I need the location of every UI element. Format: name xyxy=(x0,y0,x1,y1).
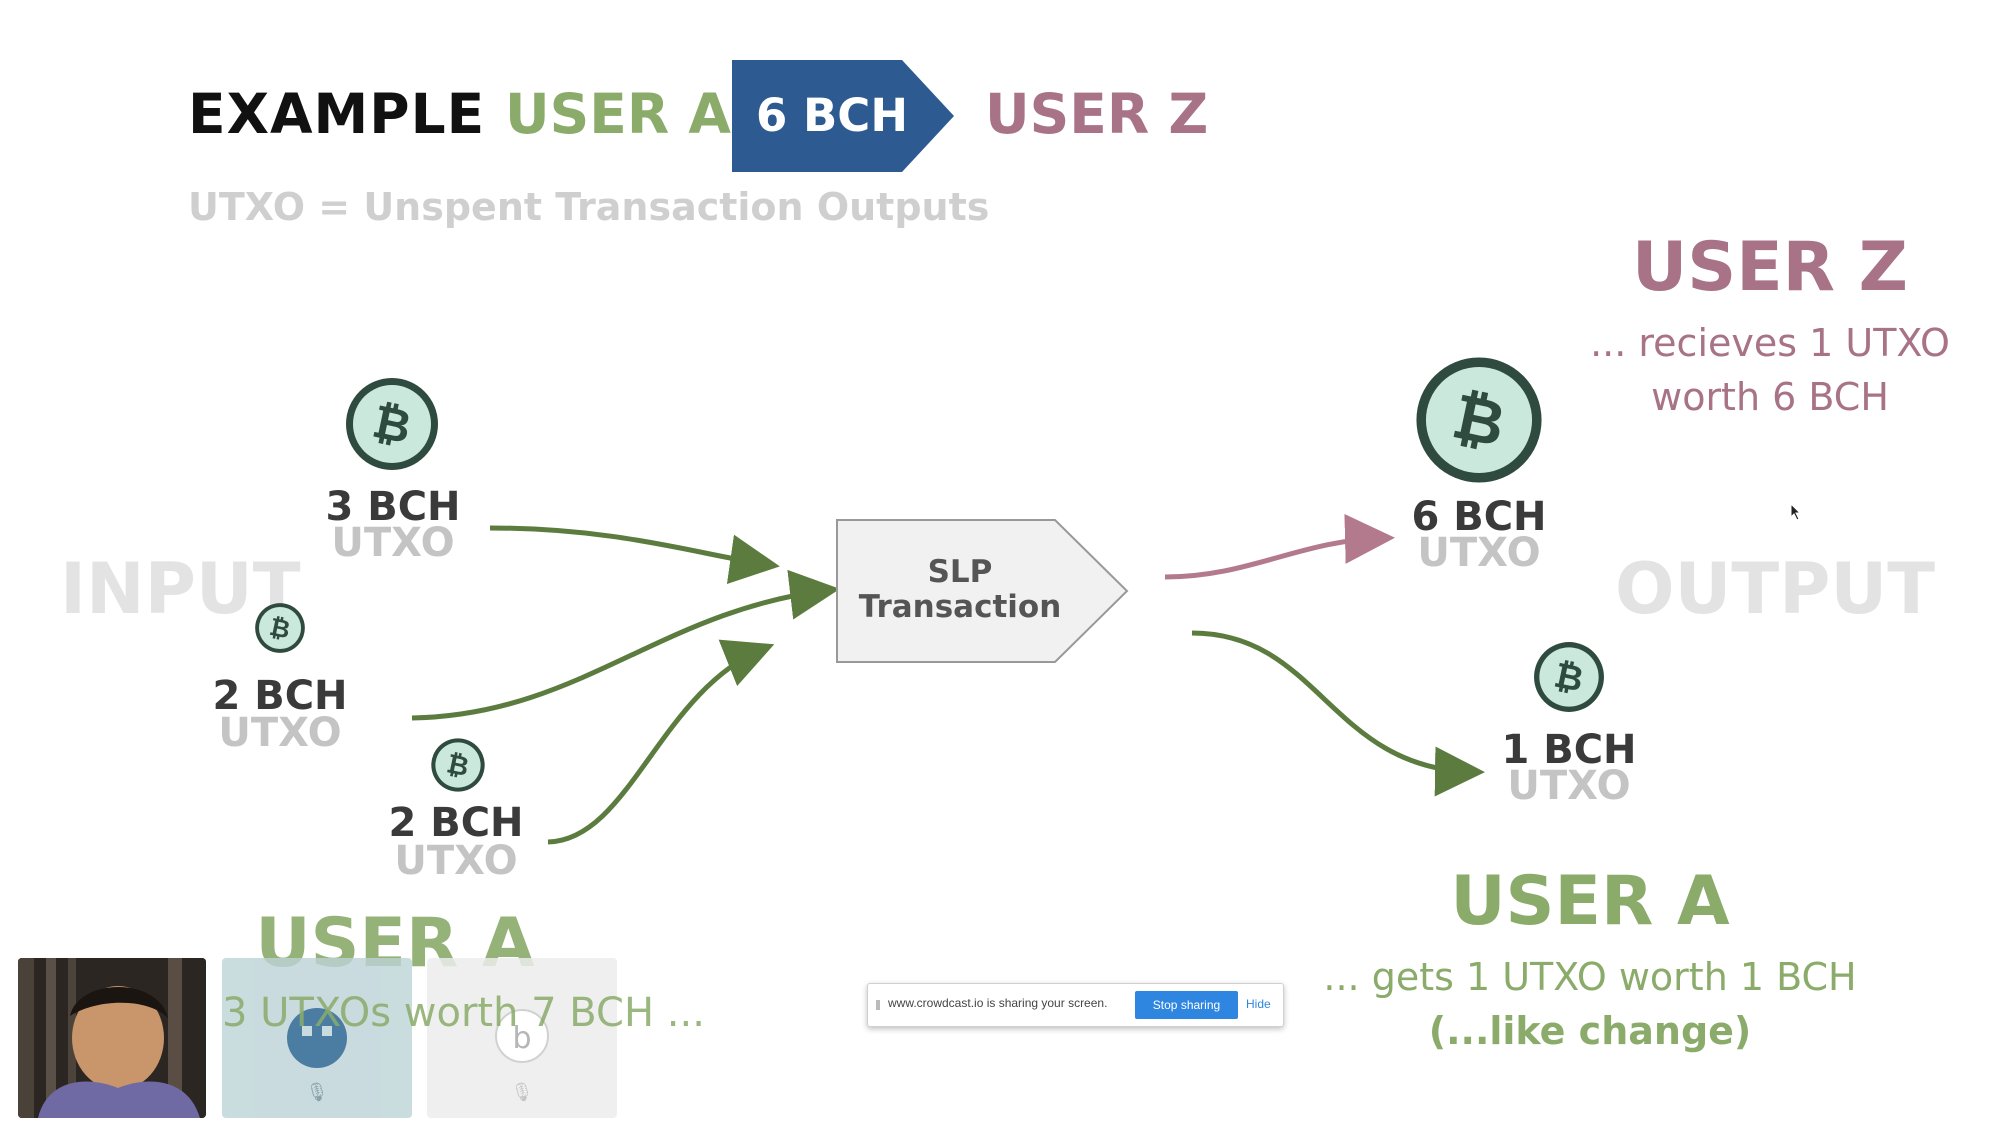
drag-handle-icon[interactable] xyxy=(876,1000,880,1010)
hide-share-bar-link[interactable]: Hide xyxy=(1246,997,1271,1011)
user-a-input-description: 3 UTXOs worth 7 BCH ... xyxy=(222,990,705,1036)
output-2-amount: 1 BCH xyxy=(1501,727,1637,773)
participant-tile[interactable]: 🎙 xyxy=(222,958,412,1118)
title-sender: USER A xyxy=(505,82,731,146)
arrow-output-a xyxy=(1191,630,1485,797)
participant-avatar-icon: 🎙 xyxy=(287,1008,347,1103)
arrow-output-z xyxy=(1164,513,1395,580)
input-3-unit: UTXO xyxy=(394,838,518,884)
participant-avatar-icon: b 🎙 xyxy=(495,1009,549,1103)
bitcoin-icon: ₿ xyxy=(431,738,485,792)
share-message: www.crowdcast.io is sharing your screen. xyxy=(888,996,1108,1010)
user-z-line-1: ... recieves 1 UTXO xyxy=(1590,321,1950,365)
arrow-input-1 xyxy=(489,525,780,585)
input-2-amount: 2 BCH xyxy=(212,673,348,719)
bitcoin-icon: ₿ xyxy=(1534,642,1604,712)
user-a-output-title: USER A xyxy=(1450,862,1730,941)
webcam-tile[interactable] xyxy=(18,958,206,1118)
input-1-amount: 3 BCH xyxy=(325,484,461,530)
presenter-video xyxy=(18,958,206,1118)
cursor-icon xyxy=(1790,503,1802,521)
svg-text:🎙: 🎙 xyxy=(306,1082,329,1103)
subtitle: UTXO = Unspent Transaction Outputs xyxy=(188,185,990,229)
arrow-input-2 xyxy=(411,569,840,721)
screen-share-bar: www.crowdcast.io is sharing your screen.… xyxy=(867,983,1284,1027)
bitcoin-icon: ₿ xyxy=(346,378,438,470)
title-receiver: USER Z xyxy=(985,82,1209,146)
user-z-line-2: worth 6 BCH xyxy=(1651,375,1889,419)
bitcoin-icon: ₿ xyxy=(1416,357,1542,483)
slp-line-1: SLP xyxy=(927,554,993,590)
amount-arrow-shape xyxy=(732,60,954,172)
input-1-unit: UTXO xyxy=(331,520,455,566)
user-a-output-line-2: (...like change) xyxy=(1428,1009,1752,1053)
slp-line-2: Transaction xyxy=(858,589,1062,625)
title-example: EXAMPLE xyxy=(188,82,486,146)
slp-transaction-label: SLP Transaction xyxy=(840,555,1080,625)
input-2-unit: UTXO xyxy=(218,710,342,756)
output-1-amount: 6 BCH xyxy=(1411,494,1547,540)
svg-text:b: b xyxy=(512,1021,531,1056)
amount-label: 6 BCH xyxy=(756,89,908,142)
user-z-title: USER Z xyxy=(1632,228,1908,307)
stop-sharing-button[interactable]: Stop sharing xyxy=(1135,991,1238,1019)
user-a-output-line-1: ... gets 1 UTXO worth 1 BCH xyxy=(1323,955,1857,999)
user-a-output-description: ... gets 1 UTXO worth 1 BCH (...like cha… xyxy=(1290,950,1890,1058)
output-1-unit: UTXO xyxy=(1417,530,1541,576)
arrow-input-3 xyxy=(547,639,775,845)
user-z-description: ... recieves 1 UTXO worth 6 BCH xyxy=(1560,316,1980,424)
bitcoin-icon: ₿ xyxy=(255,603,305,653)
slp-transaction-node xyxy=(836,519,1129,663)
svg-text:🎙: 🎙 xyxy=(511,1082,534,1103)
output-2-unit: UTXO xyxy=(1507,763,1631,809)
participant-tile[interactable]: b 🎙 xyxy=(427,958,617,1118)
input-3-amount: 2 BCH xyxy=(388,800,524,846)
output-ghost-label: OUTPUT xyxy=(1615,548,1935,630)
